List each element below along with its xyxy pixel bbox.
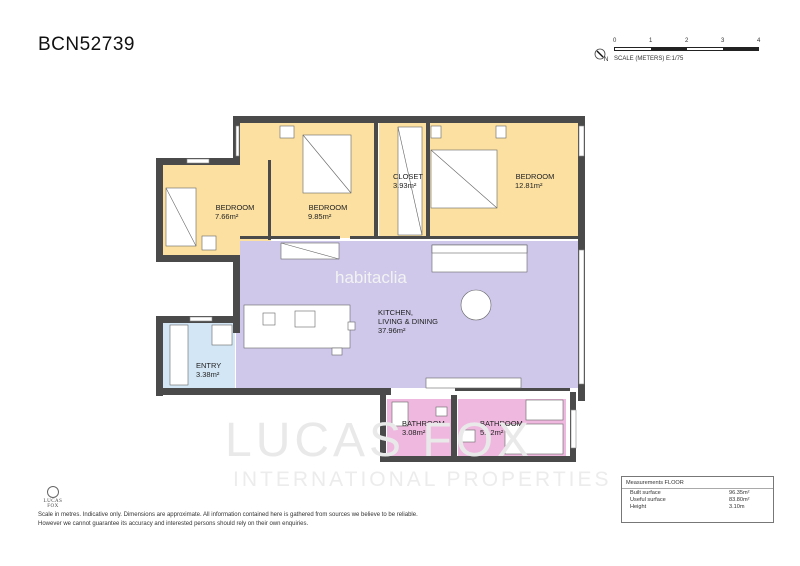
disclaimer-line: However we cannot guarantee its accuracy… bbox=[38, 520, 309, 527]
room-name: KITCHEN, LIVING & DINING bbox=[378, 308, 439, 326]
room-name: BEDROOM bbox=[308, 203, 348, 212]
room-name: CLOSET bbox=[393, 172, 424, 181]
measurement-row: Useful surface 83.80m² bbox=[622, 496, 773, 503]
room-area: 3.08m² bbox=[402, 428, 426, 437]
scale-tick: 4 bbox=[757, 38, 761, 44]
brand-logo: LUCAS FOX bbox=[38, 486, 68, 509]
north-arrow-icon bbox=[594, 48, 606, 60]
bedroom3-label: BEDROOM 12.81m² bbox=[505, 172, 565, 190]
disclaimer: Scale in metres. Indicative only. Dimens… bbox=[38, 511, 418, 528]
north-label: N bbox=[604, 57, 609, 63]
entry-label: ENTRY 3.38m² bbox=[196, 361, 236, 379]
scale-bar-legend: N 0 1 2 3 4 SCALE (METERS) E:1/75 bbox=[594, 38, 774, 68]
scale-tick: 0 bbox=[613, 38, 617, 44]
room-area: 7.66m² bbox=[215, 212, 239, 221]
logo-mark-icon bbox=[47, 486, 59, 498]
disclaimer-line: Scale in metres. Indicative only. Dimens… bbox=[38, 512, 418, 518]
scale-bar bbox=[614, 47, 759, 51]
scale-label: SCALE (METERS) E:1/75 bbox=[614, 56, 684, 62]
measurement-row: Built surface 96.35m² bbox=[622, 489, 773, 496]
closet-label: CLOSET 3.93m² bbox=[393, 172, 433, 190]
room-area: 3.38m² bbox=[196, 370, 220, 379]
scale-tick: 2 bbox=[685, 38, 689, 44]
measurement-label: Height bbox=[630, 504, 647, 510]
bath1-label: BATHROOM 3.08m² bbox=[402, 419, 452, 437]
bedroom2-label: BEDROOM 9.85m² bbox=[298, 203, 358, 221]
measurement-label: Built surface bbox=[630, 490, 661, 496]
scale-tick: 3 bbox=[721, 38, 725, 44]
bedroom1-label: BEDROOM 7.66m² bbox=[205, 203, 265, 221]
room-area: 3.93m² bbox=[393, 181, 417, 190]
furniture bbox=[165, 125, 564, 455]
room-area: 37.96m² bbox=[378, 326, 406, 335]
measurements-title: Measurements FLOOR bbox=[622, 477, 773, 489]
measurement-value: 3.10m bbox=[729, 504, 745, 510]
measurement-label: Useful surface bbox=[630, 497, 666, 503]
property-reference: BCN52739 bbox=[38, 34, 135, 55]
measurement-value: 83.80m² bbox=[729, 497, 750, 503]
measurement-value: 96.35m² bbox=[729, 490, 750, 496]
room-name: BATHROOM bbox=[402, 419, 445, 428]
room-name: BEDROOM bbox=[215, 203, 255, 212]
scale-tick: 1 bbox=[649, 38, 653, 44]
room-area: 9.85m² bbox=[308, 212, 332, 221]
room-name: BATHROOM bbox=[480, 419, 523, 428]
measurements-table: Measurements FLOOR Built surface 96.35m²… bbox=[621, 476, 774, 523]
kitchen-label: KITCHEN, LIVING & DINING 37.96m² bbox=[378, 308, 458, 335]
tagline-watermark: INTERNATIONAL PROPERTIES bbox=[233, 468, 612, 491]
room-area: 5.12m² bbox=[480, 428, 504, 437]
room-name: ENTRY bbox=[196, 361, 222, 370]
logo-text: LUCAS FOX bbox=[43, 499, 63, 509]
brand-watermark: LUCAS FOX bbox=[225, 414, 534, 467]
bath2-label: BATHROOM 5.12m² bbox=[480, 419, 530, 437]
measurement-row: Height 3.10m bbox=[622, 503, 773, 510]
room-area: 12.81m² bbox=[515, 181, 543, 190]
windows bbox=[186, 125, 585, 449]
room-name: BEDROOM bbox=[515, 172, 555, 181]
portal-watermark: habitaclia bbox=[335, 268, 407, 287]
room-kitchen-fill bbox=[236, 241, 578, 388]
